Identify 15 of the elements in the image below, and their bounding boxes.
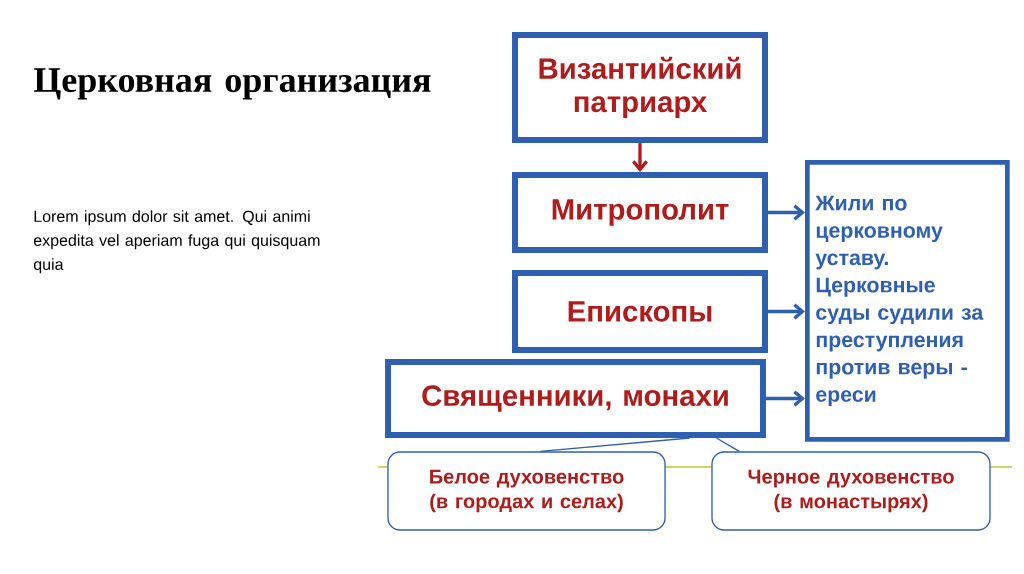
callout-tail — [715, 437, 740, 452]
rank-box: Митрополит — [512, 172, 768, 253]
note-box: Жили по церковному уставу. Церковные суды судили за преступления против веры - ереси — [805, 160, 1010, 442]
arrow — [768, 204, 805, 221]
arrow — [765, 390, 805, 407]
arrow — [768, 303, 805, 320]
body-text: Lorem ipsum dolor sit amet. Qui animi expedita vel aperiam fuga qui quisquam quia — [33, 210, 320, 274]
arrow — [632, 143, 648, 173]
callout-tail — [539, 437, 691, 452]
callout-bubble: Черное духовенство (в монастырях) — [711, 451, 991, 531]
heading: Церковная организация — [34, 68, 431, 100]
callout-bubble: Белое духовенство (в городах и селах) — [387, 451, 666, 531]
rank-box: Священники, монахи — [385, 358, 766, 439]
rank-box: Епископы — [512, 269, 768, 354]
rank-box: Византийский патриарх — [512, 31, 768, 144]
